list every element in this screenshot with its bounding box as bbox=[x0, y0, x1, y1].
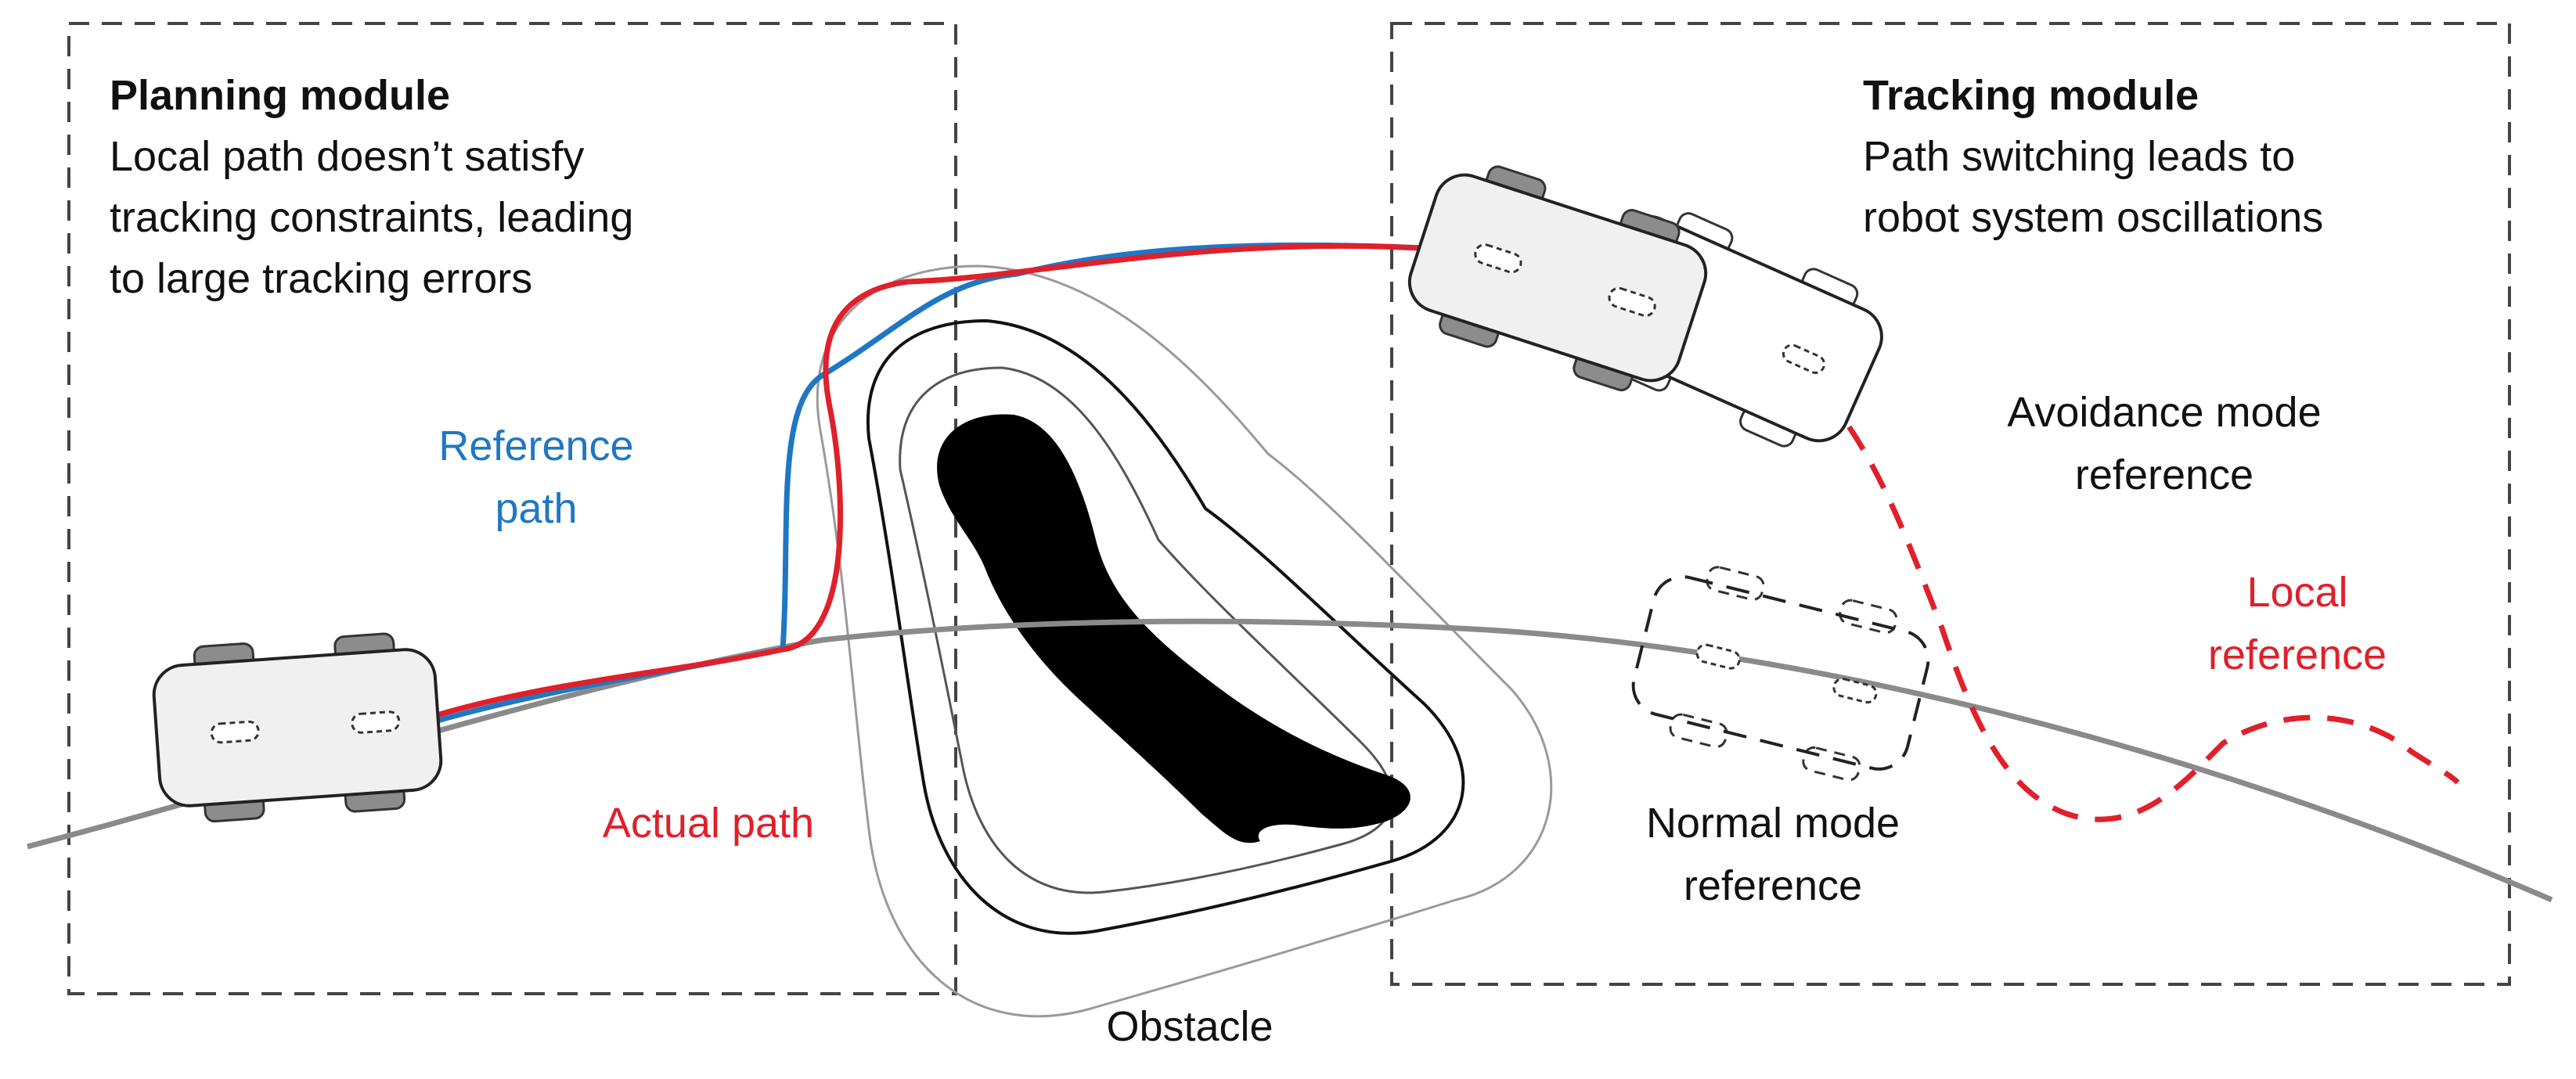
actual-path-line bbox=[425, 243, 1433, 721]
planning-module-line-3: to large tracking errors bbox=[110, 255, 532, 302]
local-reference-label-1: Local bbox=[2246, 569, 2347, 616]
planning-module-line-2: tracking constraints, leading bbox=[110, 194, 633, 241]
actual-path-label: Actual path bbox=[603, 800, 814, 847]
reference-path-label-1: Reference bbox=[438, 423, 633, 469]
tracking-module-line-1: Path switching leads to bbox=[1863, 133, 2295, 180]
local-reference-label-2: reference bbox=[2208, 631, 2387, 678]
avoidance-mode-label-1: Avoidance mode bbox=[2007, 389, 2321, 436]
obstacle-middle-contour bbox=[866, 318, 1465, 935]
planning-module-line-1: Local path doesn’t satisfy bbox=[110, 133, 584, 180]
robot-planning bbox=[152, 632, 443, 823]
local-reference-path bbox=[1713, 318, 2460, 822]
reference-path-line bbox=[426, 242, 1441, 727]
obstacle bbox=[816, 264, 1553, 1018]
tracking-module-line-2: robot system oscillations bbox=[1863, 194, 2323, 241]
obstacle-label: Obstacle bbox=[1106, 1003, 1273, 1050]
normal-mode-label-2: reference bbox=[1684, 862, 1862, 909]
tracking-module-title: Tracking module bbox=[1863, 72, 2199, 119]
avoidance-mode-label-2: reference bbox=[2075, 451, 2254, 498]
tracking-module-frame bbox=[1390, 22, 2511, 986]
reference-path-label-2: path bbox=[495, 485, 577, 532]
planning-module-frame bbox=[67, 22, 957, 995]
obstacle-shape bbox=[937, 414, 1410, 843]
robot-normal-mode-ghost bbox=[1631, 566, 1930, 782]
normal-mode-label-1: Normal mode bbox=[1646, 800, 1900, 847]
planning-module-title: Planning module bbox=[110, 72, 450, 119]
robot-tracking bbox=[1407, 165, 1708, 392]
obstacle-outer-contour bbox=[816, 264, 1553, 1018]
